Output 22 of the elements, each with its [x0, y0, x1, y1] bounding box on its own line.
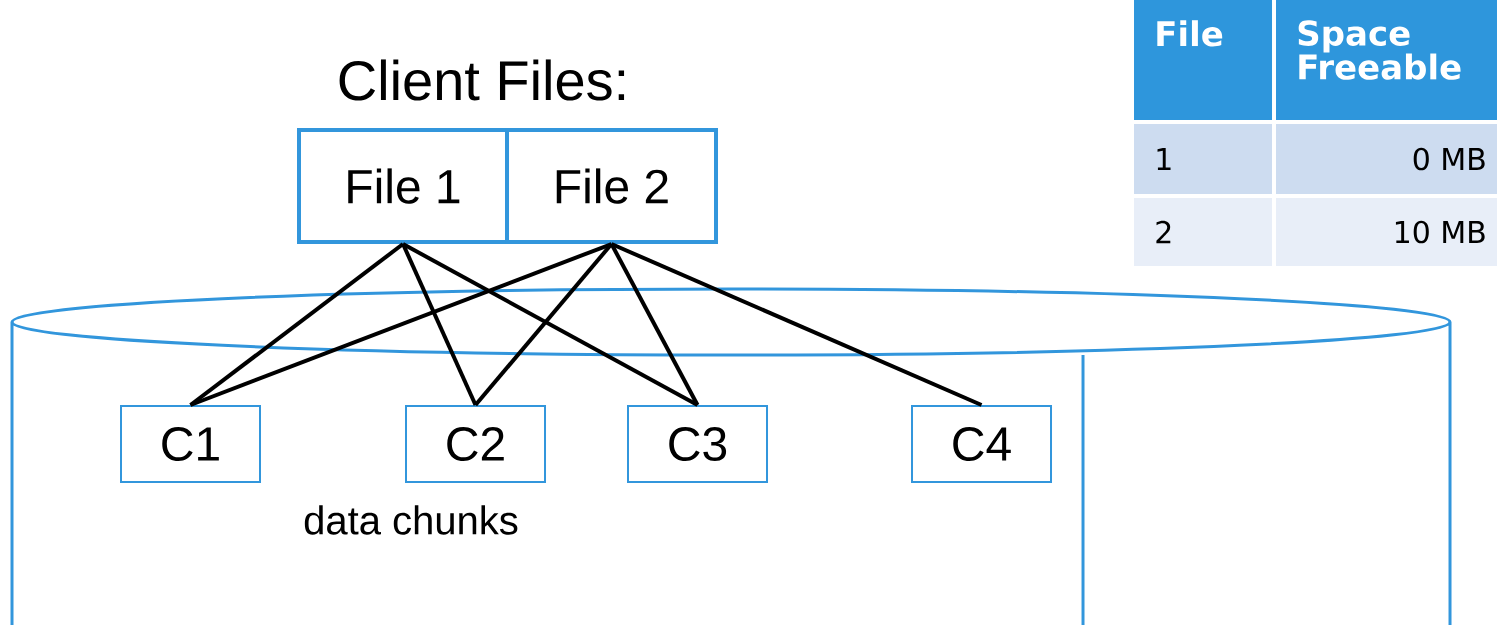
chunk-box: C3: [627, 405, 768, 483]
connector-line: [401, 243, 478, 406]
table-cell: 0 MB: [1276, 124, 1497, 194]
connector-line: [189, 242, 613, 407]
table-cell: File: [1134, 0, 1272, 120]
chunk-box: C2: [405, 405, 546, 483]
chunk-box: C4: [911, 405, 1052, 483]
file-box: File 1: [297, 128, 509, 244]
connector-line: [189, 242, 405, 407]
chunk-box: C1: [120, 405, 261, 483]
connector-line: [610, 242, 983, 407]
connector-line: [609, 243, 700, 406]
storage-cylinder: [10, 287, 1452, 625]
caption-text: data chunks: [304, 505, 518, 535]
connector-line: [473, 242, 614, 407]
table-cell: 1: [1134, 124, 1272, 194]
table-cell: Space Freeable: [1276, 0, 1497, 120]
table-cell: 10 MB: [1276, 198, 1497, 266]
connector-line: [402, 242, 699, 407]
heading: Client Files:: [339, 59, 625, 101]
table-cell: 2: [1134, 198, 1272, 266]
file-box: File 2: [505, 128, 718, 244]
